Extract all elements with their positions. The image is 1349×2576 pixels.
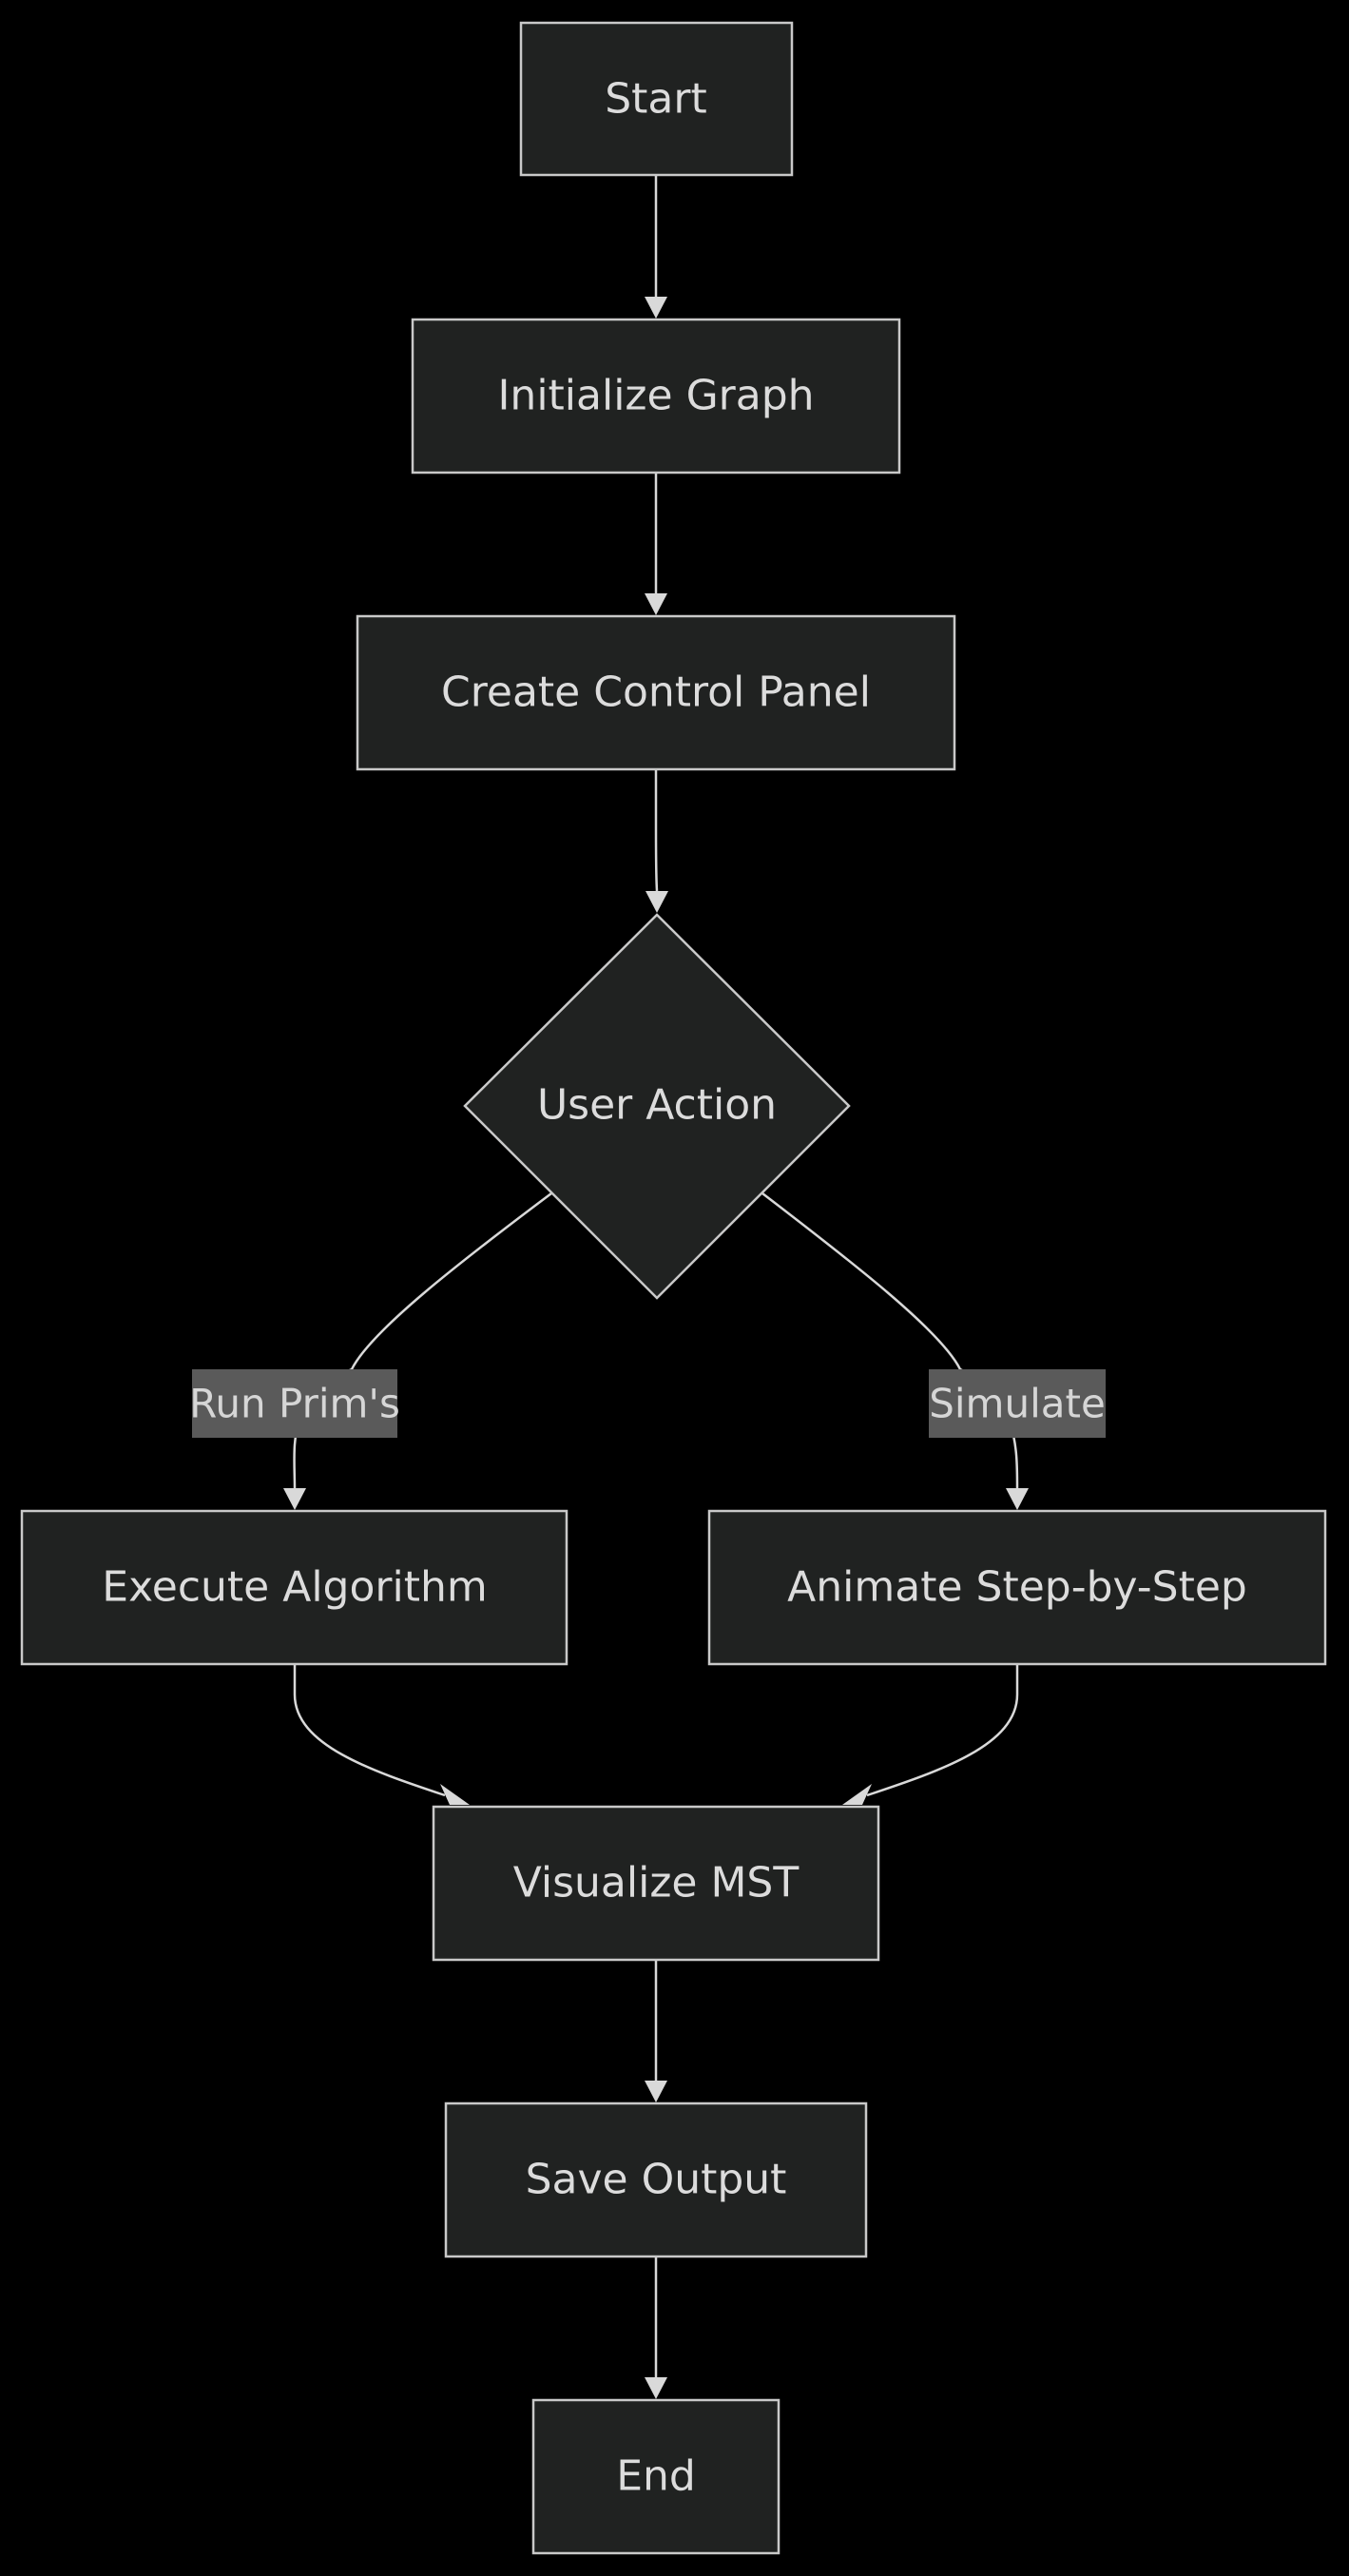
node-label: Execute Algorithm xyxy=(102,1563,487,1612)
node-user-action: User Action xyxy=(463,913,851,1300)
edge-user-action-to-animate xyxy=(761,1192,1019,1489)
edge-label-background xyxy=(929,1369,1106,1438)
node-initialize-graph: Initialize Graph xyxy=(411,318,901,475)
node-label: End xyxy=(616,2452,696,2501)
edge-label-text: Simulate xyxy=(929,1381,1106,1427)
edge-animate-to-visualize xyxy=(866,1664,1019,1797)
node-box xyxy=(531,2398,780,2555)
node-visualize-mst: Visualize MST xyxy=(432,1805,880,1962)
node-box xyxy=(432,1805,880,1962)
decision-diamond xyxy=(463,913,851,1300)
node-animate-step-by-step: Animate Step-by-Step xyxy=(707,1509,1327,1666)
node-end: End xyxy=(531,2398,780,2555)
arrow-head xyxy=(283,1488,306,1510)
node-box xyxy=(519,21,794,177)
node-start: Start xyxy=(519,21,794,177)
edge-label-background xyxy=(192,1369,397,1438)
edge-label-text: Run Prim's xyxy=(189,1381,400,1427)
arrow-head xyxy=(646,891,668,913)
edge-control-panel-to-user-action xyxy=(654,770,659,892)
node-box xyxy=(20,1509,569,1666)
edge-execute-to-visualize xyxy=(293,1664,446,1797)
node-create-control-panel: Create Control Panel xyxy=(356,614,956,771)
node-box xyxy=(707,1509,1327,1666)
node-label: Animate Step-by-Step xyxy=(787,1563,1247,1612)
arrow-head xyxy=(1006,1488,1029,1510)
arrow-head xyxy=(440,1784,470,1805)
arrow-head xyxy=(645,593,667,615)
arrow-head xyxy=(645,297,667,319)
node-label: User Action xyxy=(537,1081,777,1130)
arrow-head xyxy=(645,2377,667,2399)
node-label: Start xyxy=(605,75,707,124)
node-box xyxy=(444,2101,868,2258)
edge-label-simulate: Simulate xyxy=(929,1369,1106,1438)
node-box xyxy=(356,614,956,771)
node-execute-algorithm: Execute Algorithm xyxy=(20,1509,569,1666)
node-save-output: Save Output xyxy=(444,2101,868,2258)
node-box xyxy=(411,318,901,475)
node-label: Create Control Panel xyxy=(441,668,871,717)
node-label: Visualize MST xyxy=(513,1859,800,1908)
arrow-head xyxy=(842,1784,872,1805)
edge-user-action-to-execute xyxy=(293,1192,552,1489)
edges xyxy=(283,176,1029,2399)
arrow-head xyxy=(645,2081,667,2102)
node-label: Initialize Graph xyxy=(497,372,814,420)
edge-label-run-prims: Run Prim's xyxy=(189,1369,400,1438)
node-label: Save Output xyxy=(526,2156,787,2204)
